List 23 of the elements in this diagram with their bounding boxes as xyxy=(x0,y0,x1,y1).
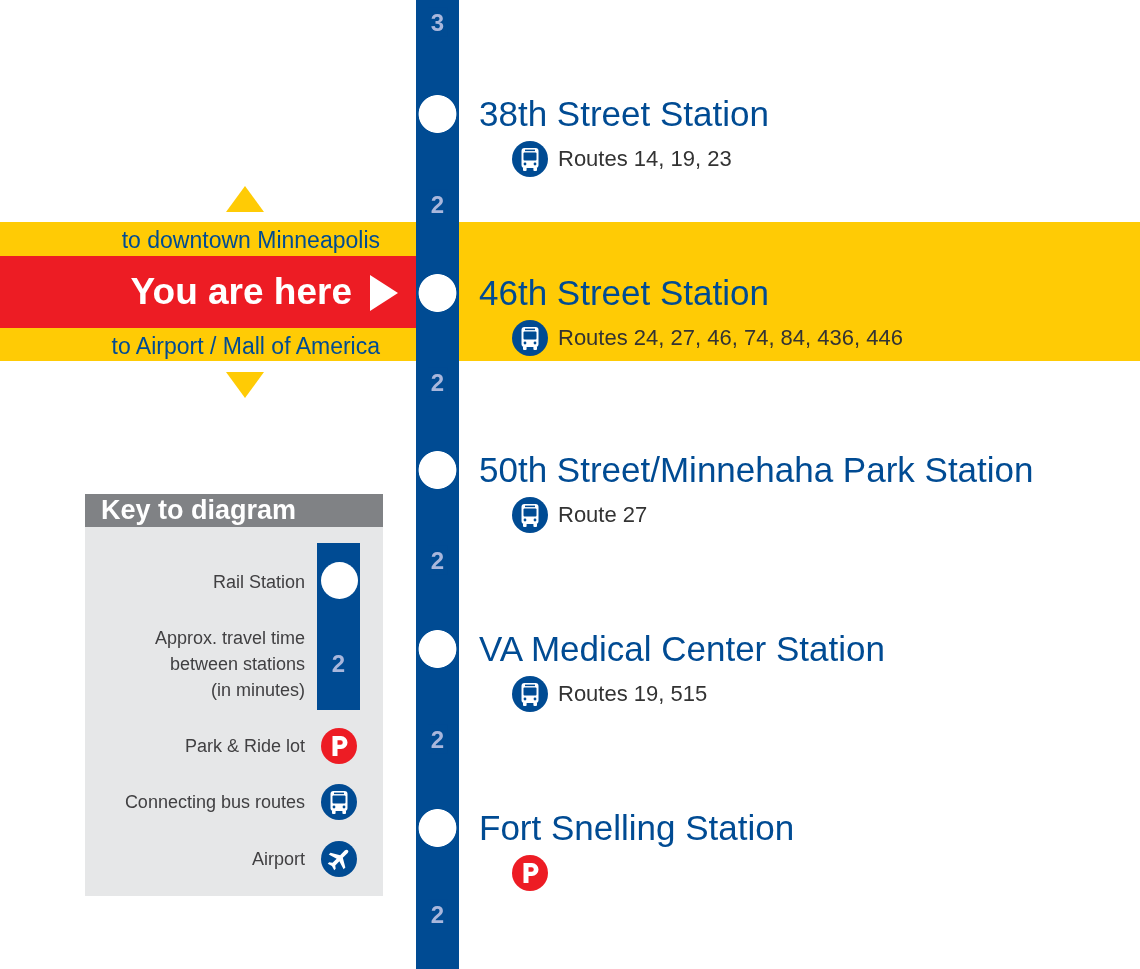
rail-line xyxy=(416,0,459,94)
highlight-band xyxy=(0,222,1140,361)
station-name: 38th Street Station xyxy=(479,93,769,135)
station-name: VA Medical Center Station xyxy=(479,628,885,670)
bus-routes-text: Routes 14, 19, 23 xyxy=(558,146,732,172)
station-name: 50th Street/Minnehaha Park Station xyxy=(479,449,1034,491)
travel-time-label: 2 xyxy=(331,648,346,678)
legend-label: Rail Station xyxy=(212,571,305,594)
legend-label: Airport xyxy=(252,848,305,871)
direction-text: to downtown Minneapolis xyxy=(121,226,380,254)
key-title: Key to diagram xyxy=(85,494,383,527)
you-are-here-text: You are here xyxy=(130,270,352,314)
station-name: 46th Street Station xyxy=(479,272,769,314)
bus-routes-text: Route 27 xyxy=(558,502,648,528)
station-name: Fort Snelling Station xyxy=(479,807,795,849)
direction-text: to Airport / Mall of America xyxy=(111,332,380,360)
bus-routes-text: Routes 24, 27, 46, 74, 84, 436, 446 xyxy=(558,325,903,351)
you-are-here-banner xyxy=(0,256,416,328)
legend-label: Approx. travel time between stations (in minutes) xyxy=(153,627,305,702)
rail-line xyxy=(416,134,459,273)
bus-routes-text: Routes 19, 515 xyxy=(558,681,708,707)
legend-label: Park & Ride lot xyxy=(184,735,305,758)
legend-label: Connecting bus routes xyxy=(124,791,305,814)
